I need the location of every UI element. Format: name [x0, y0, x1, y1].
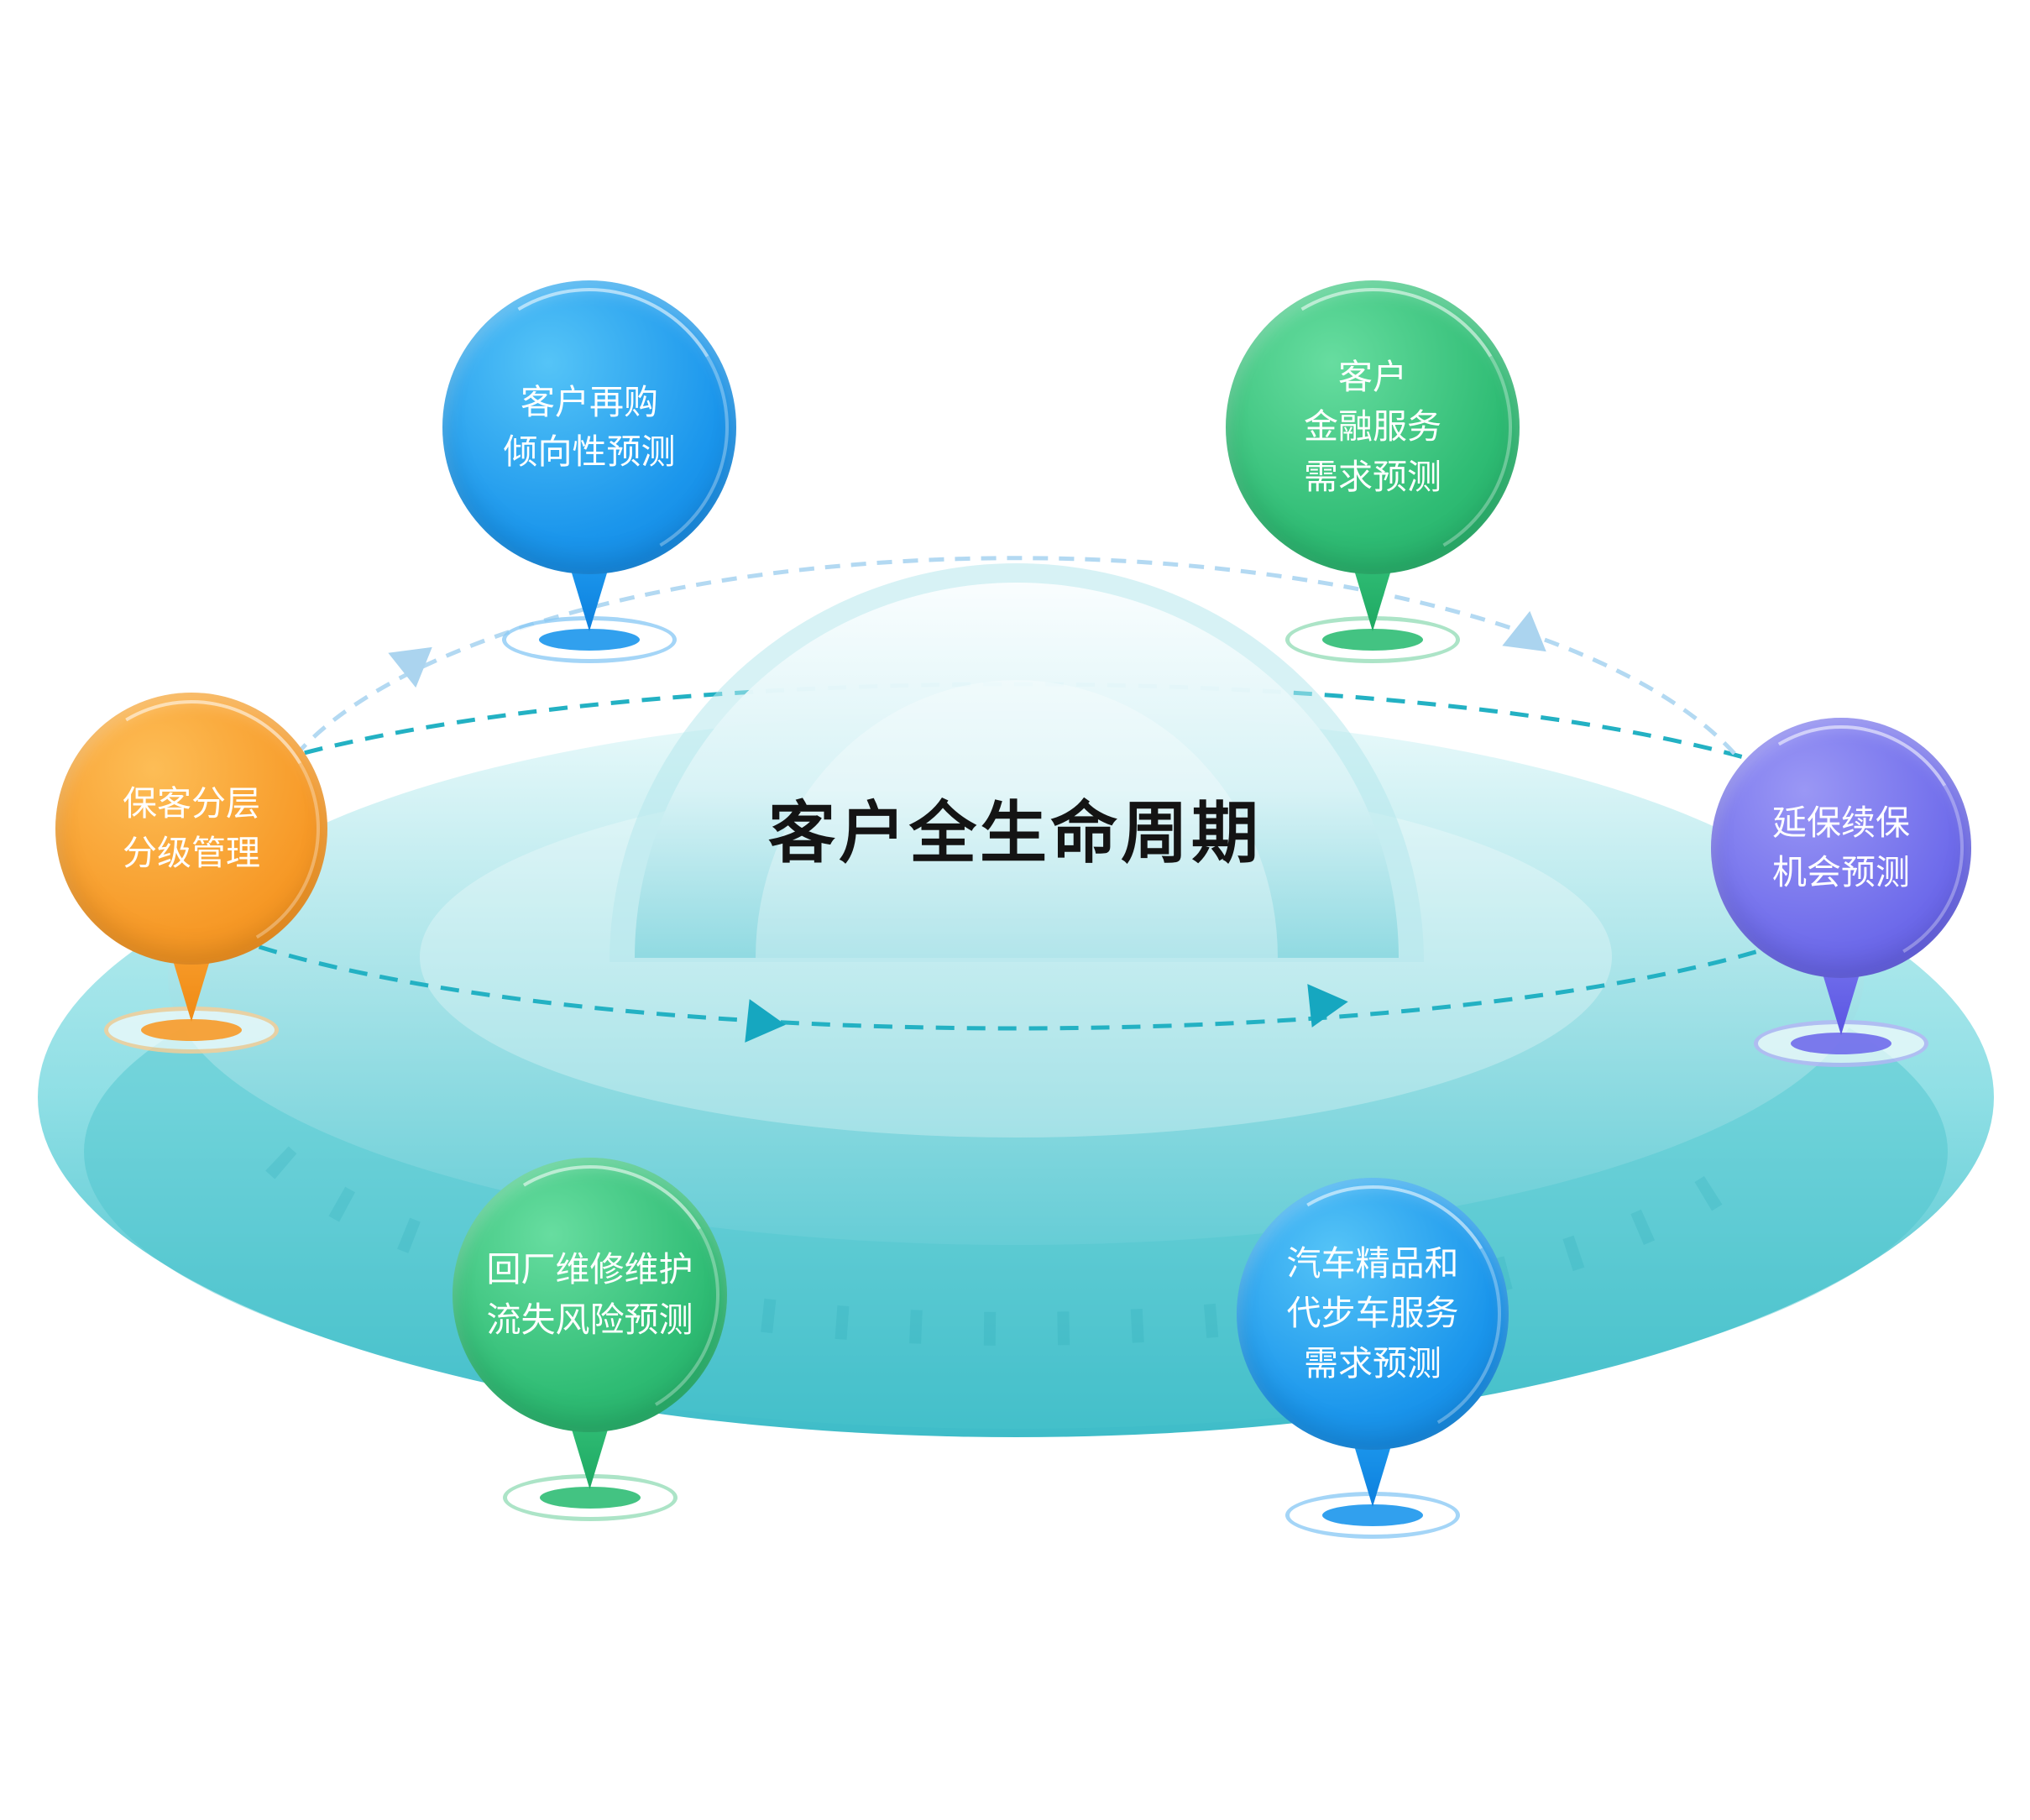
balloon-repair-churn-risk: 回厂维修维护 流失风险预测 — [453, 1158, 727, 1521]
balloon-financial-service-demand: 客户 金融服务 需求预测 — [1226, 280, 1520, 663]
balloon-label: 回厂维修维护 流失风险预测 — [486, 1250, 693, 1339]
balloon-warranty-renewal-opportunity: 延保续保 机会预测 — [1711, 718, 1971, 1067]
balloon-circle: 延保续保 机会预测 — [1711, 718, 1971, 978]
balloon-base-dot — [539, 1487, 641, 1509]
platform-top-surface — [168, 711, 1864, 1245]
orbit-arrowhead-bottom-left — [745, 999, 786, 1043]
balloon-retained-customer-management: 保客分层 分级管理 — [55, 693, 327, 1054]
balloon-base-dot — [1791, 1033, 1891, 1054]
balloon-base-dot — [141, 1019, 242, 1041]
dashed-orbit-outer — [294, 556, 1738, 757]
balloon-label: 汽车精品和 代步车服务 需求预测 — [1286, 1243, 1459, 1383]
balloon-circle: 客户 金融服务 需求预测 — [1226, 280, 1520, 574]
dome-inner-layer — [756, 680, 1278, 958]
balloon-label: 客户 金融服务 需求预测 — [1304, 357, 1441, 496]
orbit-arrowhead-left — [388, 646, 432, 688]
balloon-circle: 客户再购 倾向性预测 — [442, 280, 736, 574]
balloon-circle: 汽车精品和 代步车服务 需求预测 — [1237, 1178, 1509, 1450]
balloon-label: 保客分层 分级管理 — [123, 783, 260, 872]
balloon-label: 延保续保 机会预测 — [1772, 803, 1910, 892]
balloon-base-ring — [502, 1474, 678, 1521]
diagram-title: 客户全生命周期 — [768, 796, 1262, 871]
balloon-label: 客户再购 倾向性预测 — [503, 382, 676, 471]
orbit-arrowhead-right — [1502, 610, 1546, 652]
balloon-repurchase-propensity: 客户再购 倾向性预测 — [442, 280, 736, 663]
balloon-circle: 回厂维修维护 流失风险预测 — [453, 1158, 727, 1432]
orbit-arrowhead-bottom-right — [1307, 984, 1348, 1028]
lifecycle-dome — [635, 583, 1399, 958]
balloon-circle: 保客分层 分级管理 — [55, 693, 327, 965]
balloon-base-dot — [1322, 1504, 1423, 1526]
balloon-base-dot — [539, 629, 640, 651]
balloon-accessory-courtesy-car-demand: 汽车精品和 代步车服务 需求预测 — [1237, 1178, 1509, 1539]
balloon-base-dot — [1322, 629, 1423, 651]
